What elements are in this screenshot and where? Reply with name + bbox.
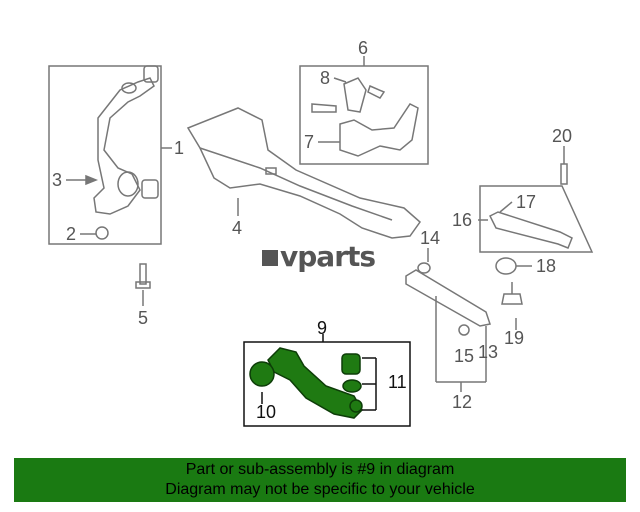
watermark: vparts bbox=[262, 240, 376, 273]
leader-17 bbox=[499, 201, 513, 213]
bolt-5-group bbox=[135, 263, 151, 306]
callout-3: 3 bbox=[52, 170, 62, 190]
ball-joint bbox=[349, 399, 363, 413]
trailing-link-group bbox=[405, 248, 491, 392]
bracket-11-arrows bbox=[362, 357, 376, 411]
lateral-link-box bbox=[479, 185, 594, 253]
lateral-link-group bbox=[478, 185, 594, 330]
callout-1: 1 bbox=[174, 138, 184, 158]
callout-8: 8 bbox=[320, 68, 330, 88]
callout-6: 6 bbox=[358, 38, 368, 58]
callout-16: 16 bbox=[452, 210, 472, 230]
callout-5: 5 bbox=[138, 308, 148, 328]
callout-17: 17 bbox=[516, 192, 536, 212]
bolt-upper bbox=[311, 103, 337, 113]
lower-arm-box bbox=[243, 341, 411, 427]
callout-19: 19 bbox=[504, 328, 524, 348]
banner-line-2: Diagram may not be specific to your vehi… bbox=[165, 481, 475, 498]
knuckle-bushing-top bbox=[143, 65, 159, 83]
knuckle-upper-bush bbox=[121, 82, 137, 94]
knuckle-bushing-mid bbox=[141, 179, 159, 199]
callout-14: 14 bbox=[420, 228, 440, 248]
lower-arm-group bbox=[243, 334, 411, 427]
bushing-11-mid bbox=[342, 379, 362, 393]
callout-15: 15 bbox=[454, 346, 474, 366]
trailing-link-shape bbox=[405, 269, 491, 327]
knuckle-group bbox=[48, 65, 172, 245]
callout-7: 7 bbox=[304, 132, 314, 152]
callout-2: 2 bbox=[66, 224, 76, 244]
watermark-logo-icon bbox=[262, 250, 278, 266]
callout-9: 9 bbox=[317, 318, 327, 338]
crossmember-group bbox=[186, 107, 422, 239]
banner-line-1: Part or sub-assembly is #9 in diagram bbox=[185, 461, 455, 478]
lower-arm-bushing bbox=[249, 361, 275, 387]
lateral-link-shape bbox=[488, 211, 573, 249]
callout-13: 13 bbox=[478, 342, 498, 362]
bolt-20-group bbox=[560, 146, 568, 185]
nut-2 bbox=[95, 226, 109, 240]
bushing-18 bbox=[495, 257, 517, 275]
bolt-5-shaft bbox=[139, 263, 147, 285]
bolt-20-shaft bbox=[560, 163, 568, 185]
bolt-3 bbox=[85, 174, 99, 186]
washer-15 bbox=[458, 324, 470, 336]
leader-8 bbox=[333, 77, 347, 83]
knuckle-box bbox=[48, 65, 162, 245]
upper-arm-group bbox=[299, 56, 429, 165]
upper-arm-shape bbox=[339, 103, 419, 157]
crossmember-edge bbox=[199, 147, 393, 221]
callout-20: 20 bbox=[552, 126, 572, 146]
crossmember-slot bbox=[265, 167, 277, 175]
bolt-19 bbox=[501, 293, 523, 305]
crossmember-shape bbox=[186, 107, 422, 239]
callout-10: 10 bbox=[256, 402, 276, 422]
bolt-5-head bbox=[135, 281, 151, 289]
nut-upper bbox=[367, 84, 386, 99]
bracket-8 bbox=[343, 77, 367, 113]
watermark-text: vparts bbox=[280, 240, 375, 273]
bushing-11-top bbox=[341, 353, 361, 375]
callout-11: 11 bbox=[388, 372, 407, 392]
knuckle-hub bbox=[117, 171, 139, 197]
knuckle-shape bbox=[93, 77, 155, 215]
washer-14 bbox=[417, 262, 431, 274]
callout-18: 18 bbox=[536, 256, 556, 276]
callout-12: 12 bbox=[452, 392, 472, 412]
info-banner: Part or sub-assembly is #9 in diagram Di… bbox=[14, 458, 626, 502]
callout-4: 4 bbox=[232, 218, 242, 238]
